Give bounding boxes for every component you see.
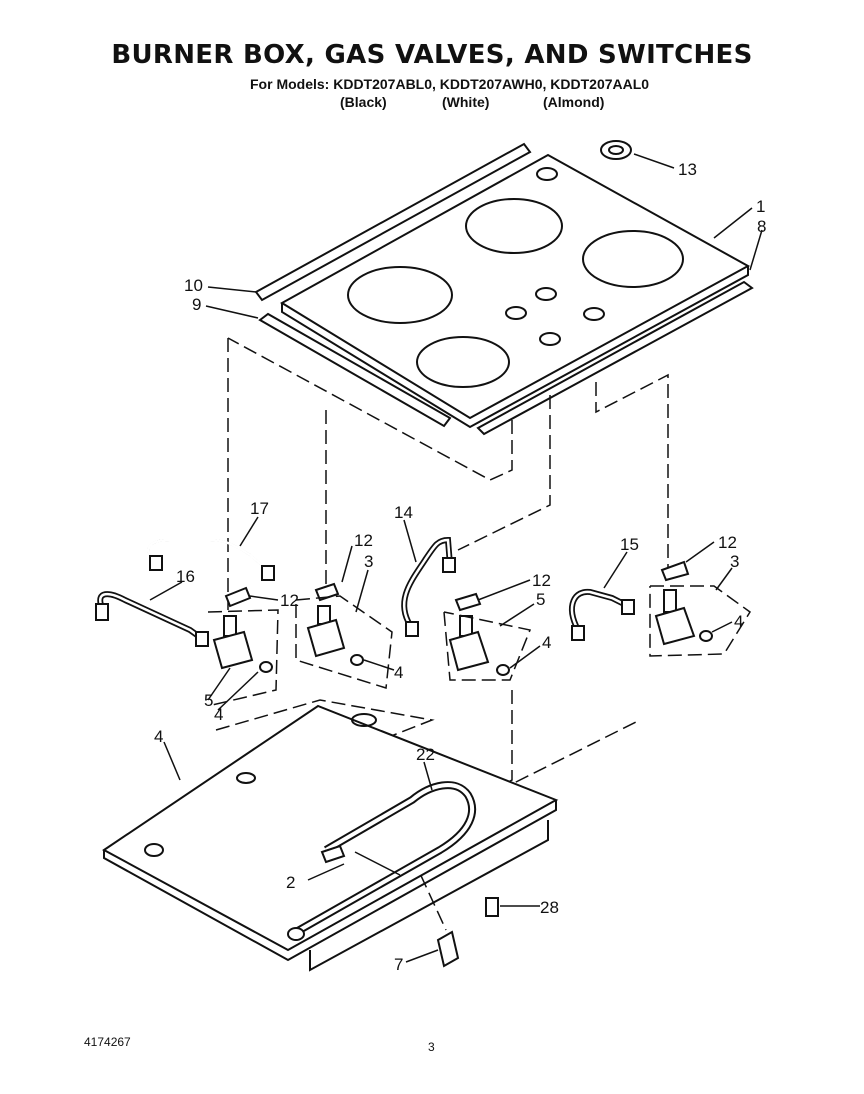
callout-4-a: 4 <box>734 612 743 631</box>
trim-strip-front-left <box>258 312 452 428</box>
burner-bracket <box>320 844 401 876</box>
gas-tube-15 <box>569 588 635 641</box>
grommet-ring <box>600 140 632 160</box>
orifice-spud <box>485 897 499 917</box>
callout-28: 2 <box>286 873 295 892</box>
callout-2: 22 <box>416 745 435 764</box>
callout-12-a: 12 <box>354 531 373 550</box>
cooktop-top-panel <box>280 153 751 429</box>
finish-black: (Black) <box>340 94 387 110</box>
trim-strip-front-right <box>476 280 754 436</box>
gas-valve-1 <box>207 586 279 707</box>
burner-tube <box>287 781 476 941</box>
callout-14: 14 <box>394 503 413 522</box>
callout-12-d: 12 <box>718 533 737 552</box>
callout-5-a: 5 <box>536 590 545 609</box>
callout-17: 17 <box>250 499 269 518</box>
callout-10: 10 <box>184 276 203 295</box>
callout-12-b: 12 <box>280 591 299 610</box>
ignition-switch <box>436 930 460 968</box>
gas-tube-17 <box>147 538 275 581</box>
callout-labels: 13 1 8 10 9 17 12 3 16 12 14 12 5 15 12 … <box>154 160 766 974</box>
gas-valve-4 <box>649 560 752 657</box>
callout-22: 4 <box>154 727 163 746</box>
gas-valve-3 <box>443 592 532 681</box>
callout-5-b: 5 <box>204 691 213 710</box>
callout-12-c: 12 <box>532 571 551 590</box>
callout-8: 8 <box>757 217 766 236</box>
trim-strip-back <box>254 142 532 302</box>
callout-4-c: 4 <box>394 663 403 682</box>
gas-tube-16 <box>95 591 209 647</box>
burner-box-pan <box>102 704 559 972</box>
gas-tube-14 <box>401 536 456 637</box>
callout-1: 1 <box>756 197 765 216</box>
page-number: 3 <box>428 1040 435 1054</box>
callout-15: 15 <box>620 535 639 554</box>
callout-3-a: 3 <box>364 552 373 571</box>
callout-16: 16 <box>176 567 195 586</box>
leader-lines <box>149 153 763 963</box>
callout-3-b: 3 <box>730 552 739 571</box>
callout-6: 7 <box>394 955 403 974</box>
callout-4-d: 4 <box>214 705 223 724</box>
callout-9: 9 <box>192 295 201 314</box>
gas-valve-2 <box>295 582 393 689</box>
callout-13: 13 <box>678 160 697 179</box>
callout-4-b: 4 <box>542 633 551 652</box>
document-number: 4174267 <box>84 1035 131 1049</box>
models-line: For Models: KDDT207ABL0, KDDT207AWH0, KD… <box>250 76 650 92</box>
finish-white: (White) <box>442 94 490 110</box>
finish-almond: (Almond) <box>543 94 605 110</box>
callout-7: 28 <box>540 898 559 917</box>
page-title: BURNER BOX, GAS VALVES, AND SWITCHES <box>111 40 753 70</box>
